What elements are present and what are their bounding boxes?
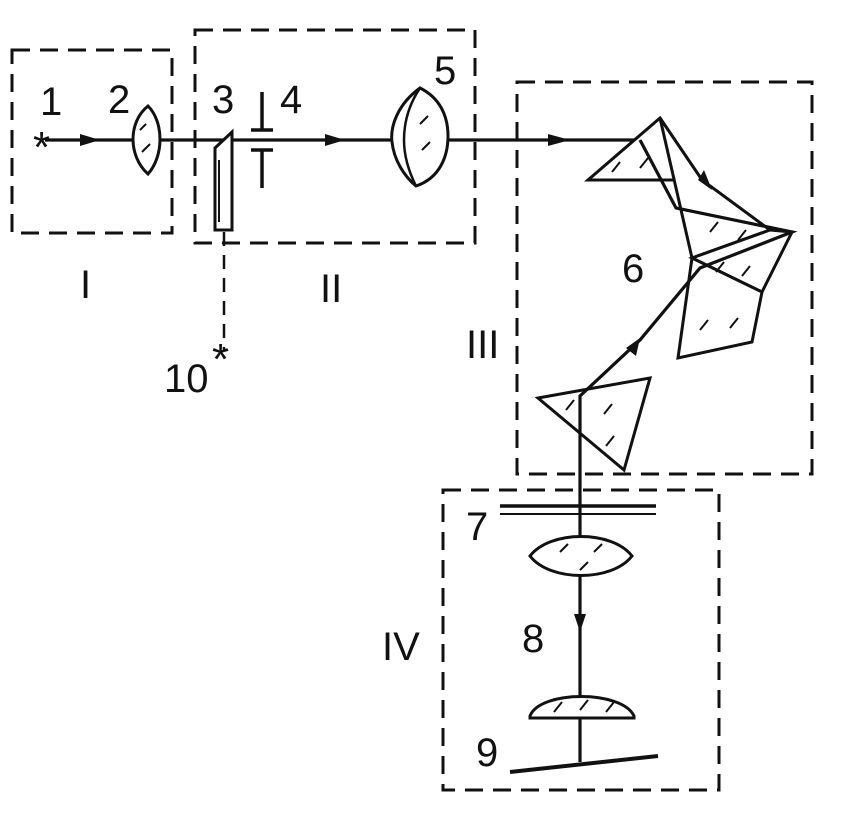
beam-arrow-3 (548, 134, 570, 146)
source-1-star: * (33, 123, 50, 172)
lens-2-hatch (141, 143, 151, 153)
lens-5 (390, 86, 450, 188)
label-5: 5 (434, 49, 456, 93)
beam-arrow-2 (325, 134, 345, 146)
label-1: 1 (40, 80, 62, 124)
group-I-box (10, 48, 174, 235)
prism-arrow-1 (698, 170, 712, 190)
label-4: 4 (280, 78, 302, 122)
group-III-box (515, 80, 814, 476)
lens-2 (131, 103, 162, 177)
label-2: 2 (108, 78, 130, 122)
label-6: 6 (622, 247, 644, 291)
group-II-box (193, 28, 477, 245)
dispersed-beam (578, 139, 798, 490)
lens-8 (528, 535, 634, 577)
exit-arrow (574, 614, 586, 632)
group-label-I: I (80, 263, 91, 307)
group-IV-box (441, 488, 721, 792)
prism-6d (676, 255, 764, 360)
source-10-star: * (212, 335, 229, 384)
prism-hatching (565, 157, 751, 447)
focal-plane (509, 754, 659, 774)
group-label-II: II (320, 267, 342, 311)
prism-arrow-2 (626, 338, 640, 356)
label-8: 8 (522, 617, 544, 661)
beam-arrow-1 (80, 134, 100, 146)
group-label-III: III (466, 323, 499, 367)
lens-5-hatch (419, 115, 429, 125)
label-10: 10 (164, 357, 209, 401)
label-3: 3 (212, 78, 234, 122)
prism-6e (534, 376, 653, 473)
lens-5-hatch (421, 141, 431, 151)
label-9: 9 (476, 731, 498, 775)
group-label-IV: IV (382, 625, 420, 669)
label-7: 7 (466, 505, 488, 549)
plate-3 (213, 128, 234, 232)
lens-5-inner-curve (402, 87, 422, 187)
lens-2-hatch (139, 123, 147, 131)
